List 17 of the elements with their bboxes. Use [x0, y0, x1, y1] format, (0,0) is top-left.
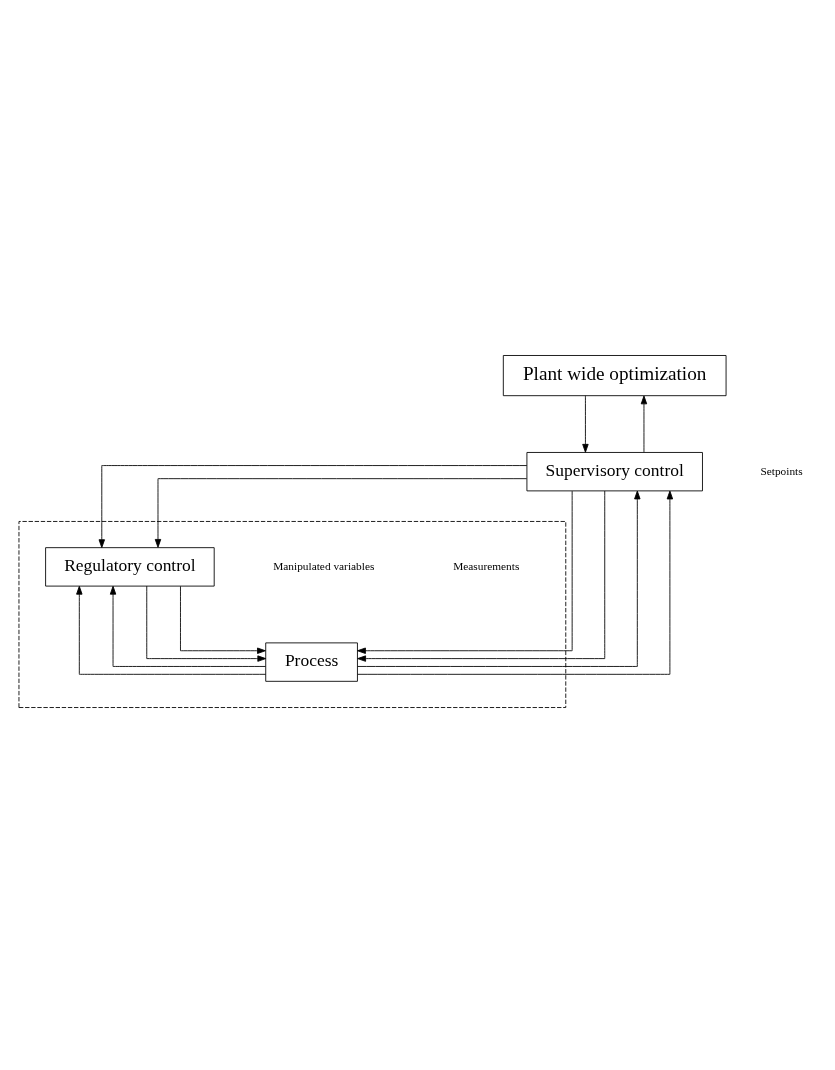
node-box: Plant wide optimization: [502, 355, 727, 397]
arrow: [146, 585, 267, 662]
node-box: Supervisory control: [526, 452, 703, 492]
arrow: [76, 585, 267, 675]
arrow: [180, 585, 266, 654]
node-box: Process: [265, 642, 358, 682]
label: Measurements: [453, 559, 520, 572]
arrow: [582, 395, 589, 453]
arrow: [640, 395, 648, 453]
cluster: [18, 521, 567, 708]
label: Manipulated variables: [273, 559, 375, 572]
arrow: [109, 585, 266, 667]
arrow: [357, 490, 573, 654]
node-box: Regulatory control: [45, 547, 215, 587]
arrow: [98, 465, 528, 549]
arrow: [154, 478, 528, 548]
label: Setpoints: [760, 464, 803, 477]
